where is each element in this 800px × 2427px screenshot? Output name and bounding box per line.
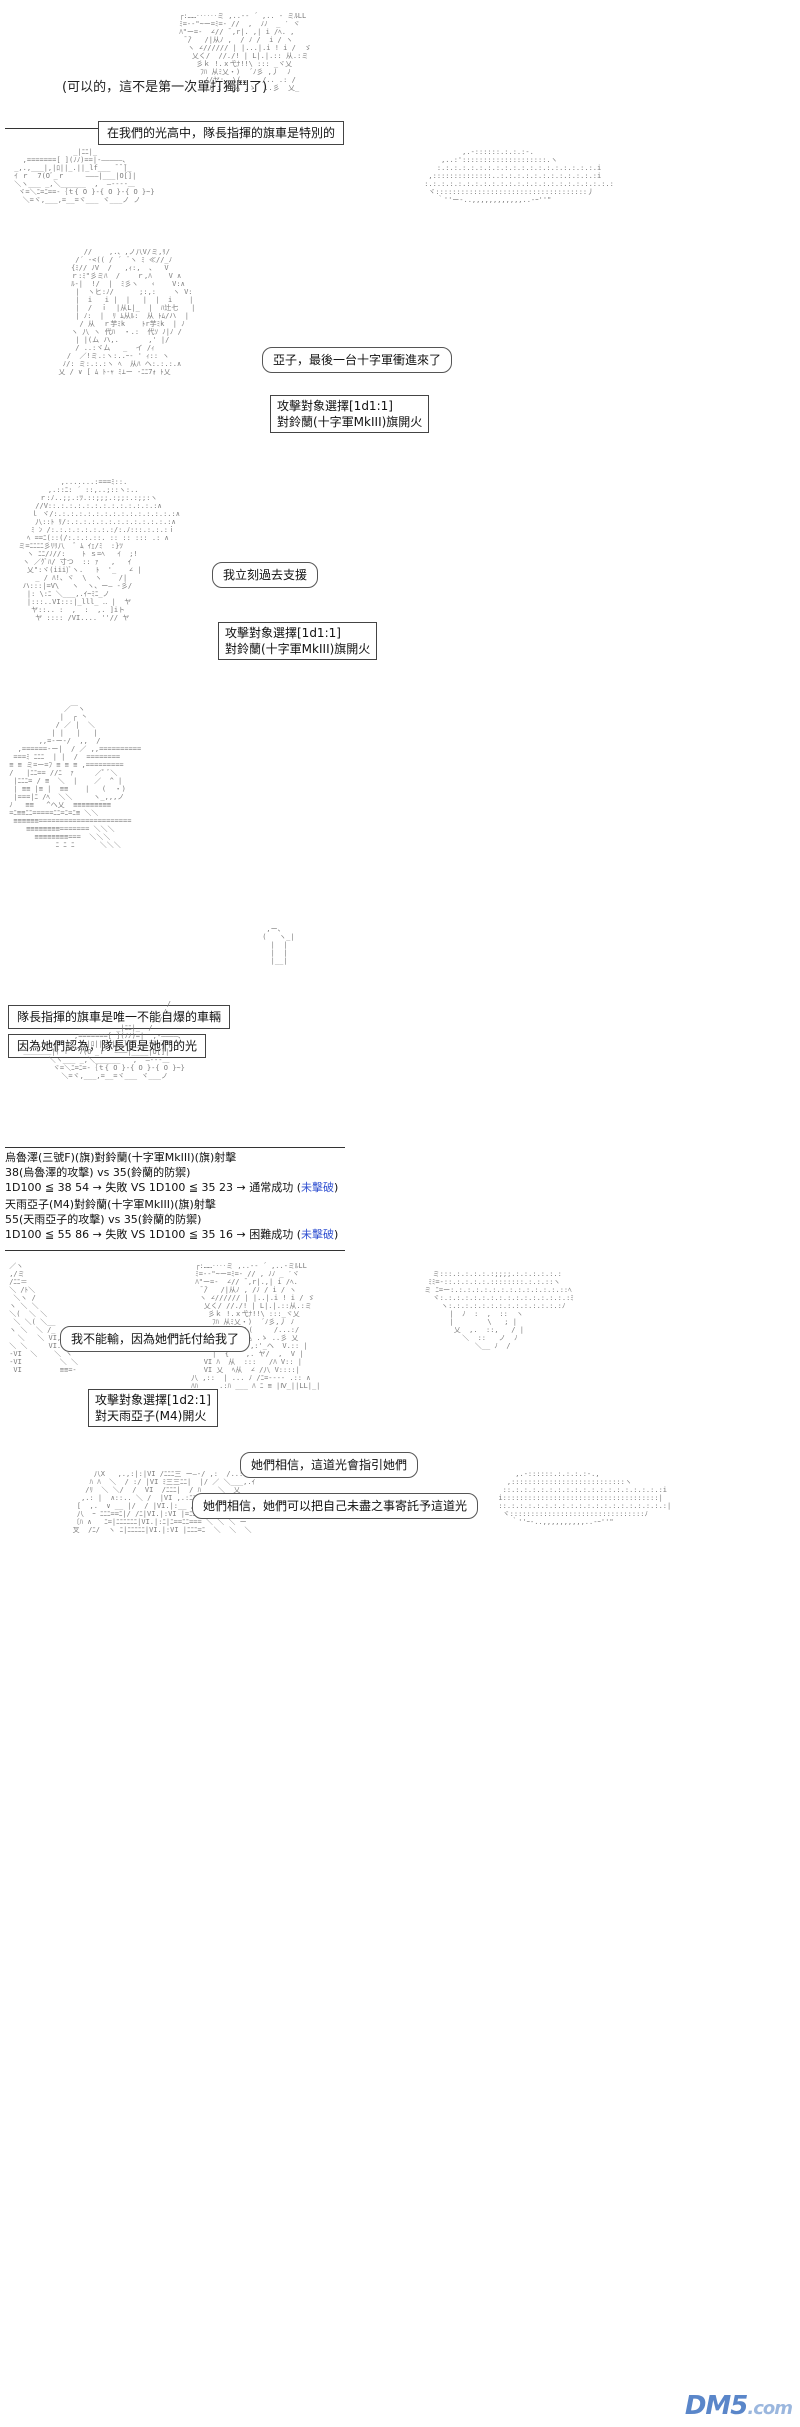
attack-box-2-line1: 攻擊對象選擇[1d1:1] — [225, 626, 341, 640]
ascii-art-character-top: ┌:……‥‥‥ミ ,..-‐ ´ ,.. - ミﾙLL ﾐ=-‐"~ー=ﾐ=‐ … — [179, 12, 312, 92]
ascii-art-ako: // ,.、,ノ八V/ミ,ﾘ/ /´ ‐<(( / ´ ¨ヽ ﾐ ≪//_ﾉ {… — [58, 248, 196, 376]
speech-bubble-ako: 亞子，最後一台十字軍衝進來了 — [262, 347, 453, 373]
dice-header: 烏魯澤(三號F)(旗)對鈴蘭(十字軍MkIII)(旗)射擊 — [5, 1151, 237, 1164]
ascii-art-final-left: ／ヽ ,/ミ /ﾆﾆ＝ ＼ /ﾄ＼ ＼ヽ / ヽ ＼ ＼ ＼( ＼ ＼ ＼ ＼(… — [9, 1262, 79, 1374]
ascii-art-final-character: ┌:……‥‥ミ ,..-‐ ´ ,..-ミﾙLL ﾐ=-‐"~ー=ﾐ=‐ // … — [191, 1262, 321, 1390]
attack-box-3-line1: 攻擊對象選擇[1d2:1] — [95, 1393, 211, 1407]
caption-box: 隊長指揮的旗車是唯一不能自爆的車輛 — [8, 1005, 231, 1029]
speech-bubble-final-1: 我不能輸，因為她們託付給我了 — [60, 1326, 251, 1352]
caption-box: 因為她們認為，隊長便是她們的光 — [8, 1034, 207, 1058]
ascii-art-helmet-character: ,.......:===ﾐ::. ,.::ﾆ: ´ ::,..;::ヽ:.. ｒ… — [18, 478, 180, 622]
speech-bubble-support: 我立刻過去支援 — [212, 562, 319, 588]
dice-result: 未擊破 — [301, 1228, 335, 1241]
attack-box-2-line2: 對鈴蘭(十字軍MkIII)旗開火 — [225, 642, 371, 656]
ascii-art-tank-row: _|ﾆﾆ|_ ,=======[ ](ﾉﾉ)==|-―――――、 _,.,___… — [14, 148, 155, 204]
thought-narration: (可以的，這不是第一次單打獨鬥了) — [62, 80, 268, 95]
dice-result: 未擊破 — [301, 1181, 335, 1194]
site-watermark: DM5.com — [684, 2391, 793, 2421]
attack-box-1-line1: 攻擊對象選擇[1d1:1] — [277, 399, 393, 413]
attack-box-2: 攻擊對象選擇[1d1:1] 對鈴蘭(十字軍MkIII)旗開火 — [218, 622, 378, 660]
dice-versus: 38(烏魯澤的攻擊) vs 35(鈴蘭的防禦) — [5, 1166, 191, 1179]
dice-log-entry-1: 烏魯澤(三號F)(旗)對鈴蘭(十字軍MkIII)(旗)射擊 38(烏魯澤的攻擊)… — [5, 1150, 338, 1195]
ascii-art-tank-firing: ／￣ヽ | ┌ 丶 / ／ | ＼ | | | | ,,=-ー‐/ ,, / ,… — [9, 705, 142, 849]
caption-box: 在我們的光高中，隊長指揮的旗車是特別的 — [98, 121, 345, 145]
ascii-art-debris: ,ー、 ( ヽ_| | | | | |__| — [262, 925, 295, 965]
dice-roll: 1D100 ≦ 55 86 → 失敗 VS 1D100 ≦ 35 16 → 困難… — [5, 1228, 339, 1241]
ascii-art-final-right: ミ:::.:.:.:.:.:;;;;.:.:.:.:.:.: ﾐﾐ=-::.:.… — [424, 1270, 574, 1350]
dice-versus: 55(天雨亞子的攻擊) vs 35(鈴蘭的防禦) — [5, 1213, 202, 1226]
attack-box-1: 攻擊對象選擇[1d1:1] 對鈴蘭(十字軍MkIII)旗開火 — [270, 395, 430, 433]
attack-box-3-line2: 對天雨亞子(M4)開火 — [95, 1409, 207, 1423]
dice-header: 天雨亞子(M4)對鈴蘭(十字軍MkIII)(旗)射擊 — [5, 1198, 216, 1211]
speech-bubble-final-3: 她們相信，她們可以把自己未盡之事寄託予這道光 — [192, 1493, 479, 1519]
speech-bubble-final-2: 她們相信，這道光會指引她們 — [240, 1452, 419, 1478]
divider-line — [5, 1250, 345, 1251]
ascii-art-smoke: ,.-::::::.:.:.:-. ,..:':::::::::::::::::… — [424, 148, 614, 204]
dice-log-entry-2: 天雨亞子(M4)對鈴蘭(十字軍MkIII)(旗)射擊 55(天雨亞子的攻擊) v… — [5, 1197, 338, 1242]
ascii-art-final-smoke: ,.-::::::.:.:.:.:-., ,::::::::::::::::::… — [498, 1470, 672, 1526]
attack-box-3: 攻擊對象選擇[1d2:1] 對天雨亞子(M4)開火 — [88, 1389, 218, 1427]
ascii-art-flag-tank: / / / _|ﾆﾆ|_ / ,=======[ ](ﾉﾉ)=| ,-――――、… — [23, 1000, 185, 1080]
divider-line — [5, 1147, 345, 1148]
dice-roll: 1D100 ≦ 38 54 → 失敗 VS 1D100 ≦ 35 23 → 通常… — [5, 1181, 339, 1194]
attack-box-1-line2: 對鈴蘭(十字軍MkIII)旗開火 — [277, 415, 423, 429]
